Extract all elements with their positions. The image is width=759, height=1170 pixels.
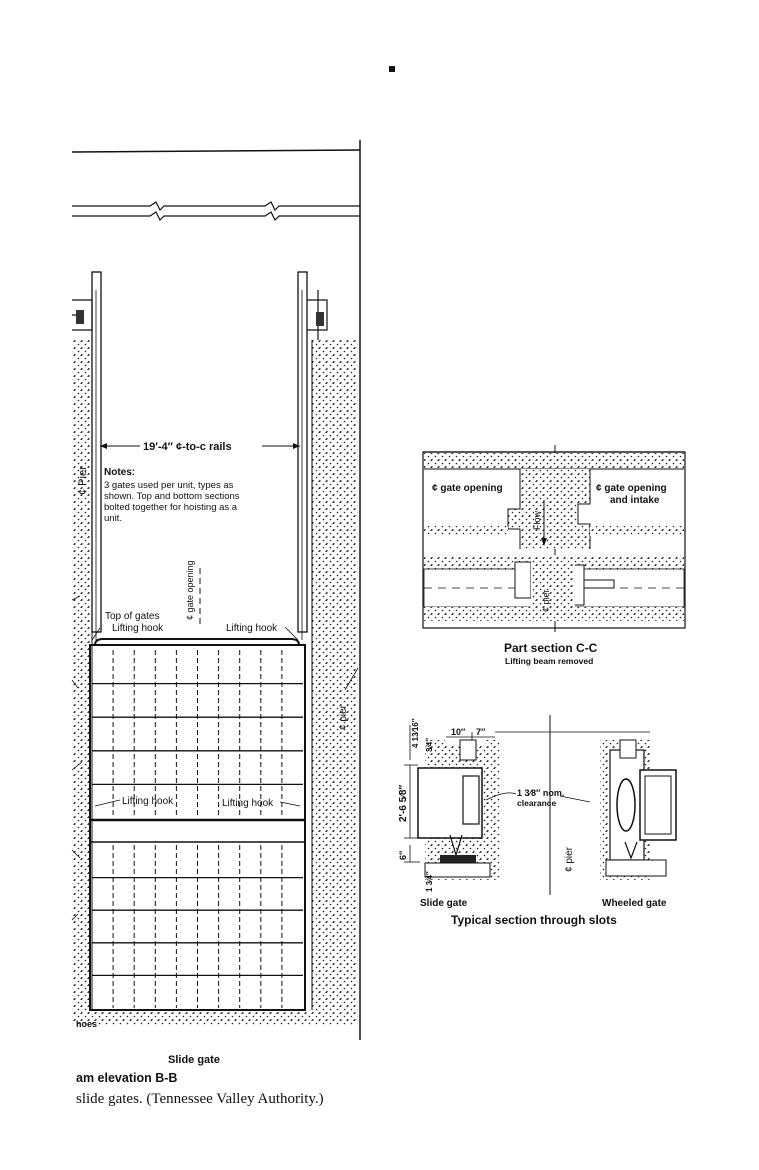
bottom-fragment-label: hoes — [76, 1019, 97, 1029]
part-section-cc — [422, 445, 686, 632]
cc-pier-label: ¢ pier — [541, 589, 551, 612]
clearance-label-1: 1 3⁄8″ nom. — [517, 788, 564, 798]
dim-left-2: 3⁄4″ — [425, 738, 434, 752]
notes-line-4: unit. — [104, 513, 122, 524]
dim-top-10: 10″ — [451, 727, 466, 737]
cc-flow-label: Flow — [532, 510, 542, 530]
lifting-hook-label-1: Lifting hook — [112, 623, 164, 634]
cc-right-opening-label: ¢ gate opening — [596, 483, 667, 494]
gate-panels — [89, 638, 306, 1011]
lifting-hook-label-2: Lifting hook — [226, 623, 278, 634]
cc-left-opening-label: ¢ gate opening — [432, 483, 503, 494]
notes-line-2: shown. Top and bottom sections — [104, 491, 240, 502]
notes-line-1: 3 gates used per unit, types as — [104, 480, 234, 491]
dim-height: 2′-6 5⁄8″ — [398, 785, 409, 822]
elevation-caption: am elevation B-B — [76, 1071, 177, 1085]
slide-gate-label: Slide gate — [420, 898, 468, 909]
main-elevation — [71, 140, 361, 1040]
gate-opening-label: ¢ gate opening — [185, 560, 195, 620]
typical-section — [404, 715, 677, 895]
typical-section-title: Typical section through slots — [451, 913, 617, 927]
left-pier-label: ¢ Pier — [77, 466, 89, 495]
right-pier-label: ¢ pier — [338, 704, 349, 730]
cc-title: Part section C-C — [504, 641, 598, 655]
cc-right-intake-label: and intake — [610, 495, 660, 506]
lifting-hook-label-3: Lifting hook — [122, 796, 174, 807]
top-of-gates-label: Top of gates — [105, 611, 159, 622]
dim-six: 6″ — [398, 850, 408, 860]
dim-top-7: 7″ — [476, 727, 486, 737]
slide-gate-caption: Slide gate — [168, 1054, 220, 1066]
clearance-label-2: clearance — [517, 798, 556, 808]
figure-caption: slide gates. (Tennessee Valley Authority… — [76, 1091, 324, 1107]
typical-pier-label: ¢ pier — [564, 846, 575, 872]
cc-subtitle: Lifting beam removed — [505, 656, 593, 666]
notes-line-3: bolted together for hoisting as a — [104, 502, 238, 513]
page-mark — [389, 66, 395, 72]
notes-title: Notes: — [104, 467, 135, 478]
dim-bottom: 1 3⁄4″ — [425, 871, 434, 892]
wheeled-gate-label: Wheeled gate — [602, 898, 667, 909]
rail-dimension-label: 19′-4″ ¢-to-c rails — [143, 441, 232, 453]
dim-left-1: 4 13⁄16″ — [411, 718, 420, 748]
lifting-hook-label-4: Lifting hook — [222, 798, 274, 809]
